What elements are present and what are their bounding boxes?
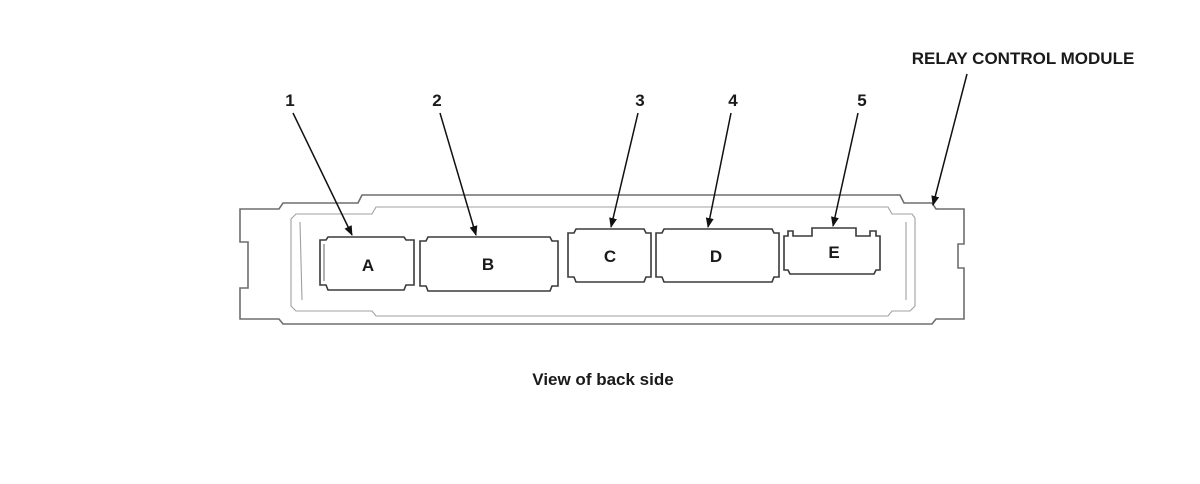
module-housing-inner <box>290 206 916 317</box>
callout-number-2: 2 <box>432 91 441 110</box>
connector-a-label: A <box>362 256 374 275</box>
connector-e: E <box>783 227 881 275</box>
callout-number-5: 5 <box>857 91 866 110</box>
leader-arrow-1 <box>292 112 353 236</box>
leader-arrow-3 <box>609 112 639 228</box>
connector-c-label: C <box>604 247 616 266</box>
callout-number-3: 3 <box>635 91 644 110</box>
connector-a: A <box>319 236 415 291</box>
leader-arrow-4 <box>705 112 732 228</box>
diagram-caption: View of back side <box>532 370 673 389</box>
leader-arrow-2 <box>439 112 478 236</box>
callout-number-4: 4 <box>728 91 738 110</box>
connector-b-label: B <box>482 255 494 274</box>
module-name-leader-arrow <box>931 73 968 206</box>
connector-c: C <box>567 228 652 283</box>
connector-e-label: E <box>828 243 839 262</box>
module-name-label: RELAY CONTROL MODULE <box>912 49 1135 68</box>
connector-d: D <box>655 228 780 283</box>
connector-d-label: D <box>710 247 722 266</box>
module-housing-inner-ridge <box>299 221 907 301</box>
connector-b: B <box>419 236 559 292</box>
callout-number-1: 1 <box>285 91 294 110</box>
leader-arrow-5 <box>831 112 859 227</box>
